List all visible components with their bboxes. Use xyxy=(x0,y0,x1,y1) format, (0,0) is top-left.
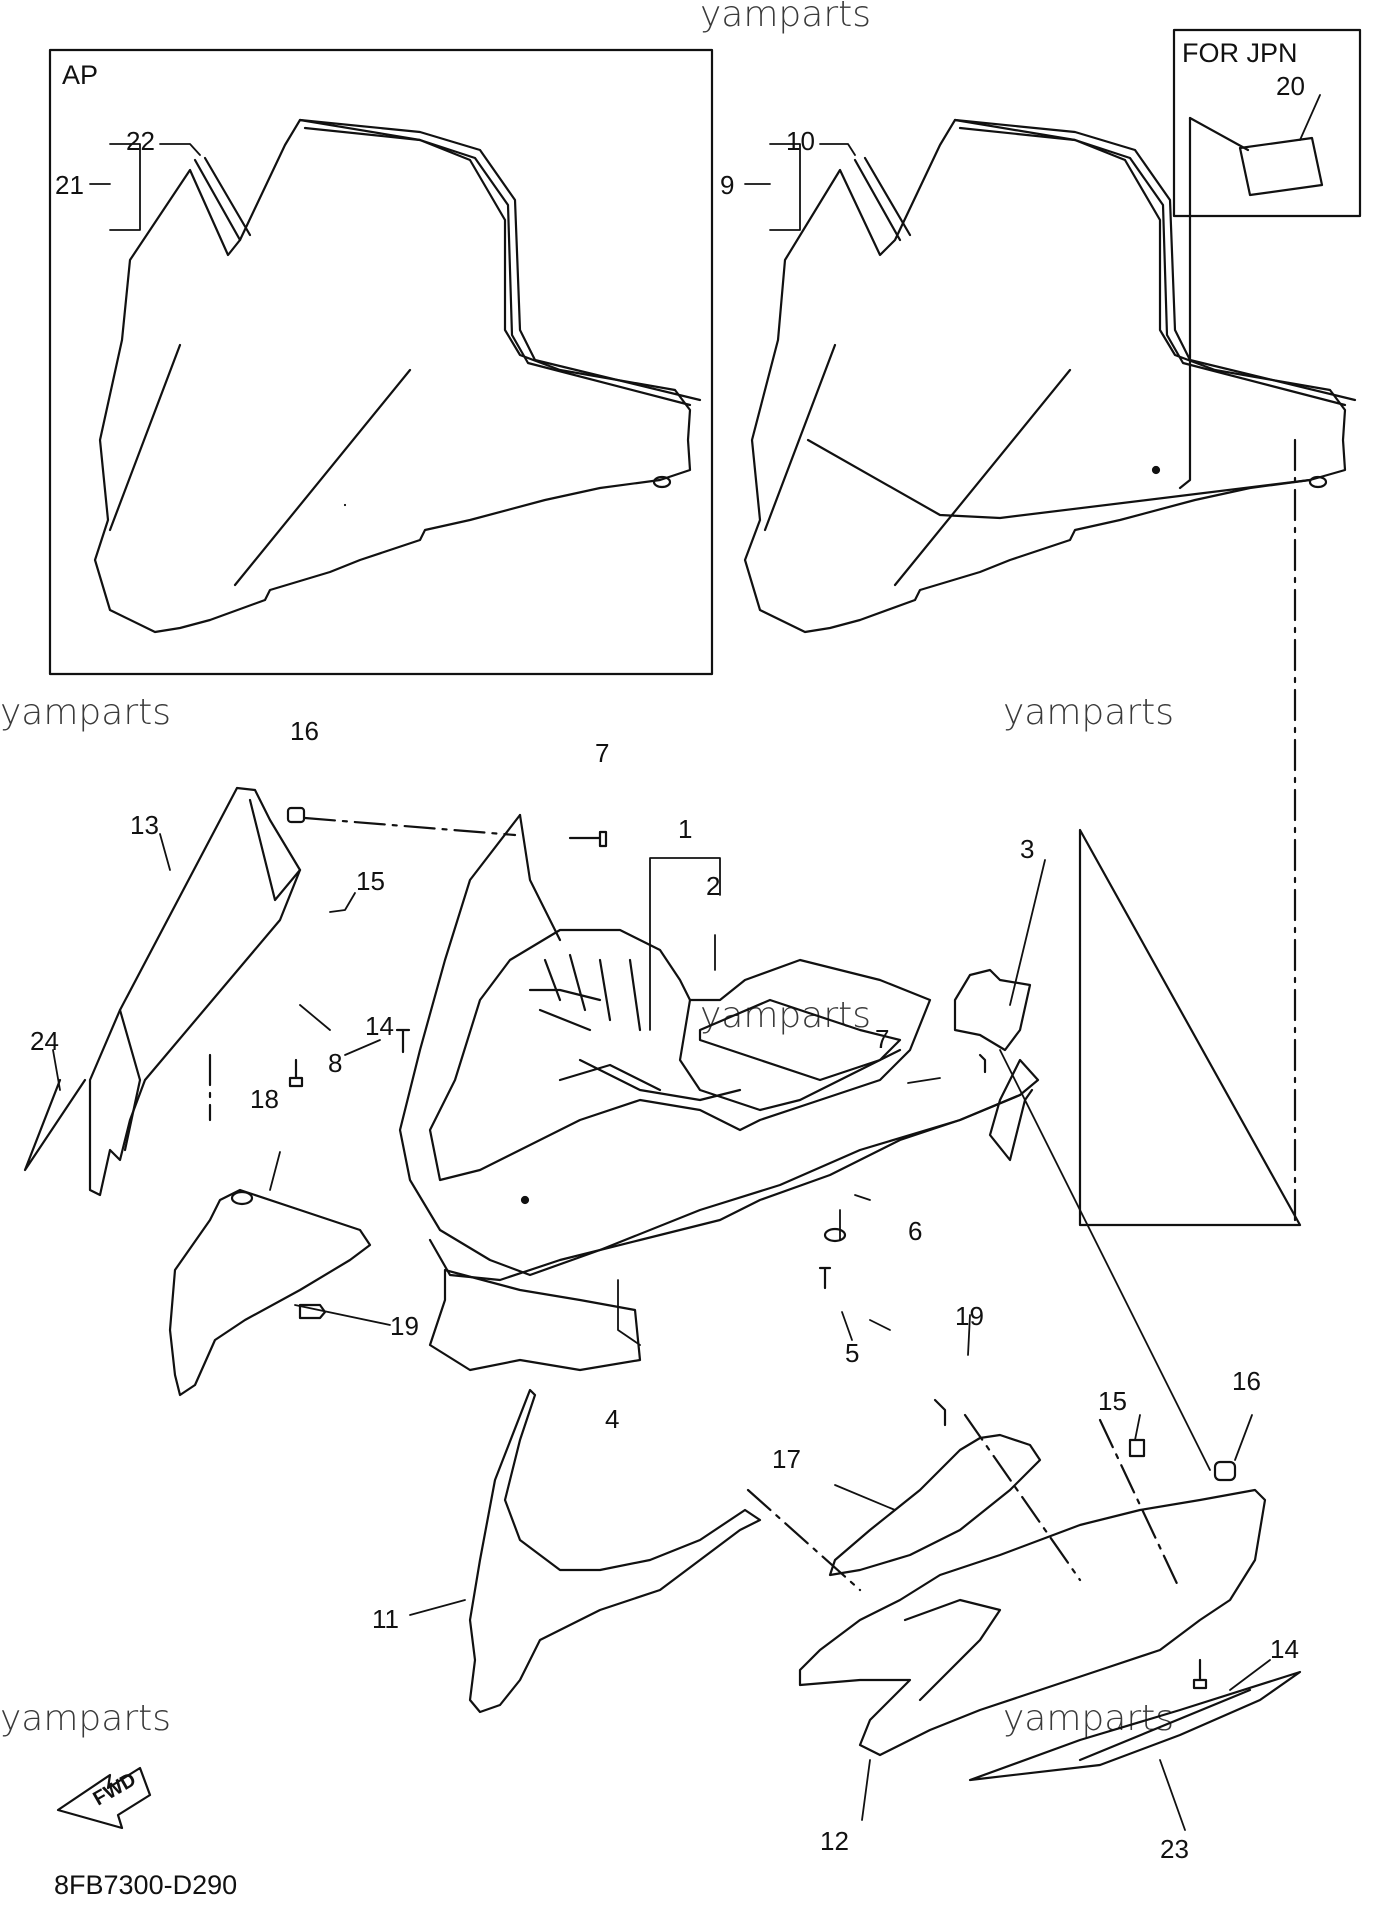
callout-14: 14 xyxy=(365,1011,394,1041)
callout-22: 22 xyxy=(126,126,155,156)
windshield-ap xyxy=(93,118,702,634)
duct-3 xyxy=(953,968,1032,1052)
callout-21: 21 xyxy=(55,170,84,200)
fasteners xyxy=(286,503,1237,1690)
decal-20 xyxy=(1178,116,1324,490)
callout-4: 4 xyxy=(605,1404,619,1434)
callout-1: 1 xyxy=(678,814,692,844)
center-line xyxy=(208,438,1297,1592)
callout-12: 12 xyxy=(820,1826,849,1856)
callout-7b: 7 xyxy=(875,1024,889,1054)
watermark: yamparts xyxy=(0,692,172,733)
callout-24: 24 xyxy=(30,1026,59,1056)
callout-16: 16 xyxy=(290,716,319,746)
windshield xyxy=(743,118,1357,634)
callout-7: 7 xyxy=(595,738,609,768)
callout-16b: 16 xyxy=(1232,1366,1261,1396)
watermark: yamparts xyxy=(700,995,872,1036)
callout-10: 10 xyxy=(786,126,815,156)
fwd-arrow-icon: FWD xyxy=(56,1766,152,1830)
callouts: 1 2 3 4 5 6 7 7 8 9 10 11 12 13 14 14 15… xyxy=(30,71,1305,1864)
callout-15: 15 xyxy=(356,866,385,896)
cover-17 xyxy=(828,1433,1042,1577)
lower-plate-4 xyxy=(428,1268,642,1372)
callout-19: 19 xyxy=(390,1311,419,1341)
callout-15b: 15 xyxy=(1098,1386,1127,1416)
watermark: yamparts xyxy=(0,1698,172,1739)
leader-lines xyxy=(52,94,1321,1831)
panel-2 xyxy=(698,998,902,1082)
jpn-box-label: FOR JPN xyxy=(1182,38,1298,68)
callout-5: 5 xyxy=(845,1338,859,1368)
ap-box-frame xyxy=(48,48,714,676)
callout-23: 23 xyxy=(1160,1834,1189,1864)
callout-19b: 19 xyxy=(955,1301,984,1331)
callout-6: 6 xyxy=(908,1216,922,1246)
ap-box-label: AP xyxy=(62,60,99,90)
callout-17: 17 xyxy=(772,1444,801,1474)
jpn-box-frame xyxy=(1172,28,1362,218)
callout-20: 20 xyxy=(1276,71,1305,101)
duct-cover-18 xyxy=(168,1188,372,1397)
side-cover-12 xyxy=(798,1488,1267,1757)
diagram-code: 8FB7300-D290 xyxy=(54,1870,238,1900)
callout-9: 9 xyxy=(720,170,734,200)
watermark: yamparts xyxy=(700,0,872,35)
inner-panel-11 xyxy=(468,1388,762,1714)
callout-11: 11 xyxy=(372,1604,399,1634)
watermark: yamparts xyxy=(1003,692,1175,733)
callout-2: 2 xyxy=(706,871,720,901)
callout-14b: 14 xyxy=(1270,1634,1299,1664)
side-cover-13 xyxy=(23,786,302,1197)
callout-18: 18 xyxy=(250,1084,279,1114)
fwd-label: FWD xyxy=(90,1769,140,1811)
callout-8: 8 xyxy=(328,1048,342,1078)
decal-23 xyxy=(968,1670,1302,1782)
callout-13: 13 xyxy=(130,810,159,840)
front-cowling xyxy=(398,813,1040,1282)
reference-triangle xyxy=(1078,828,1302,1227)
callout-3: 3 xyxy=(1020,834,1034,864)
